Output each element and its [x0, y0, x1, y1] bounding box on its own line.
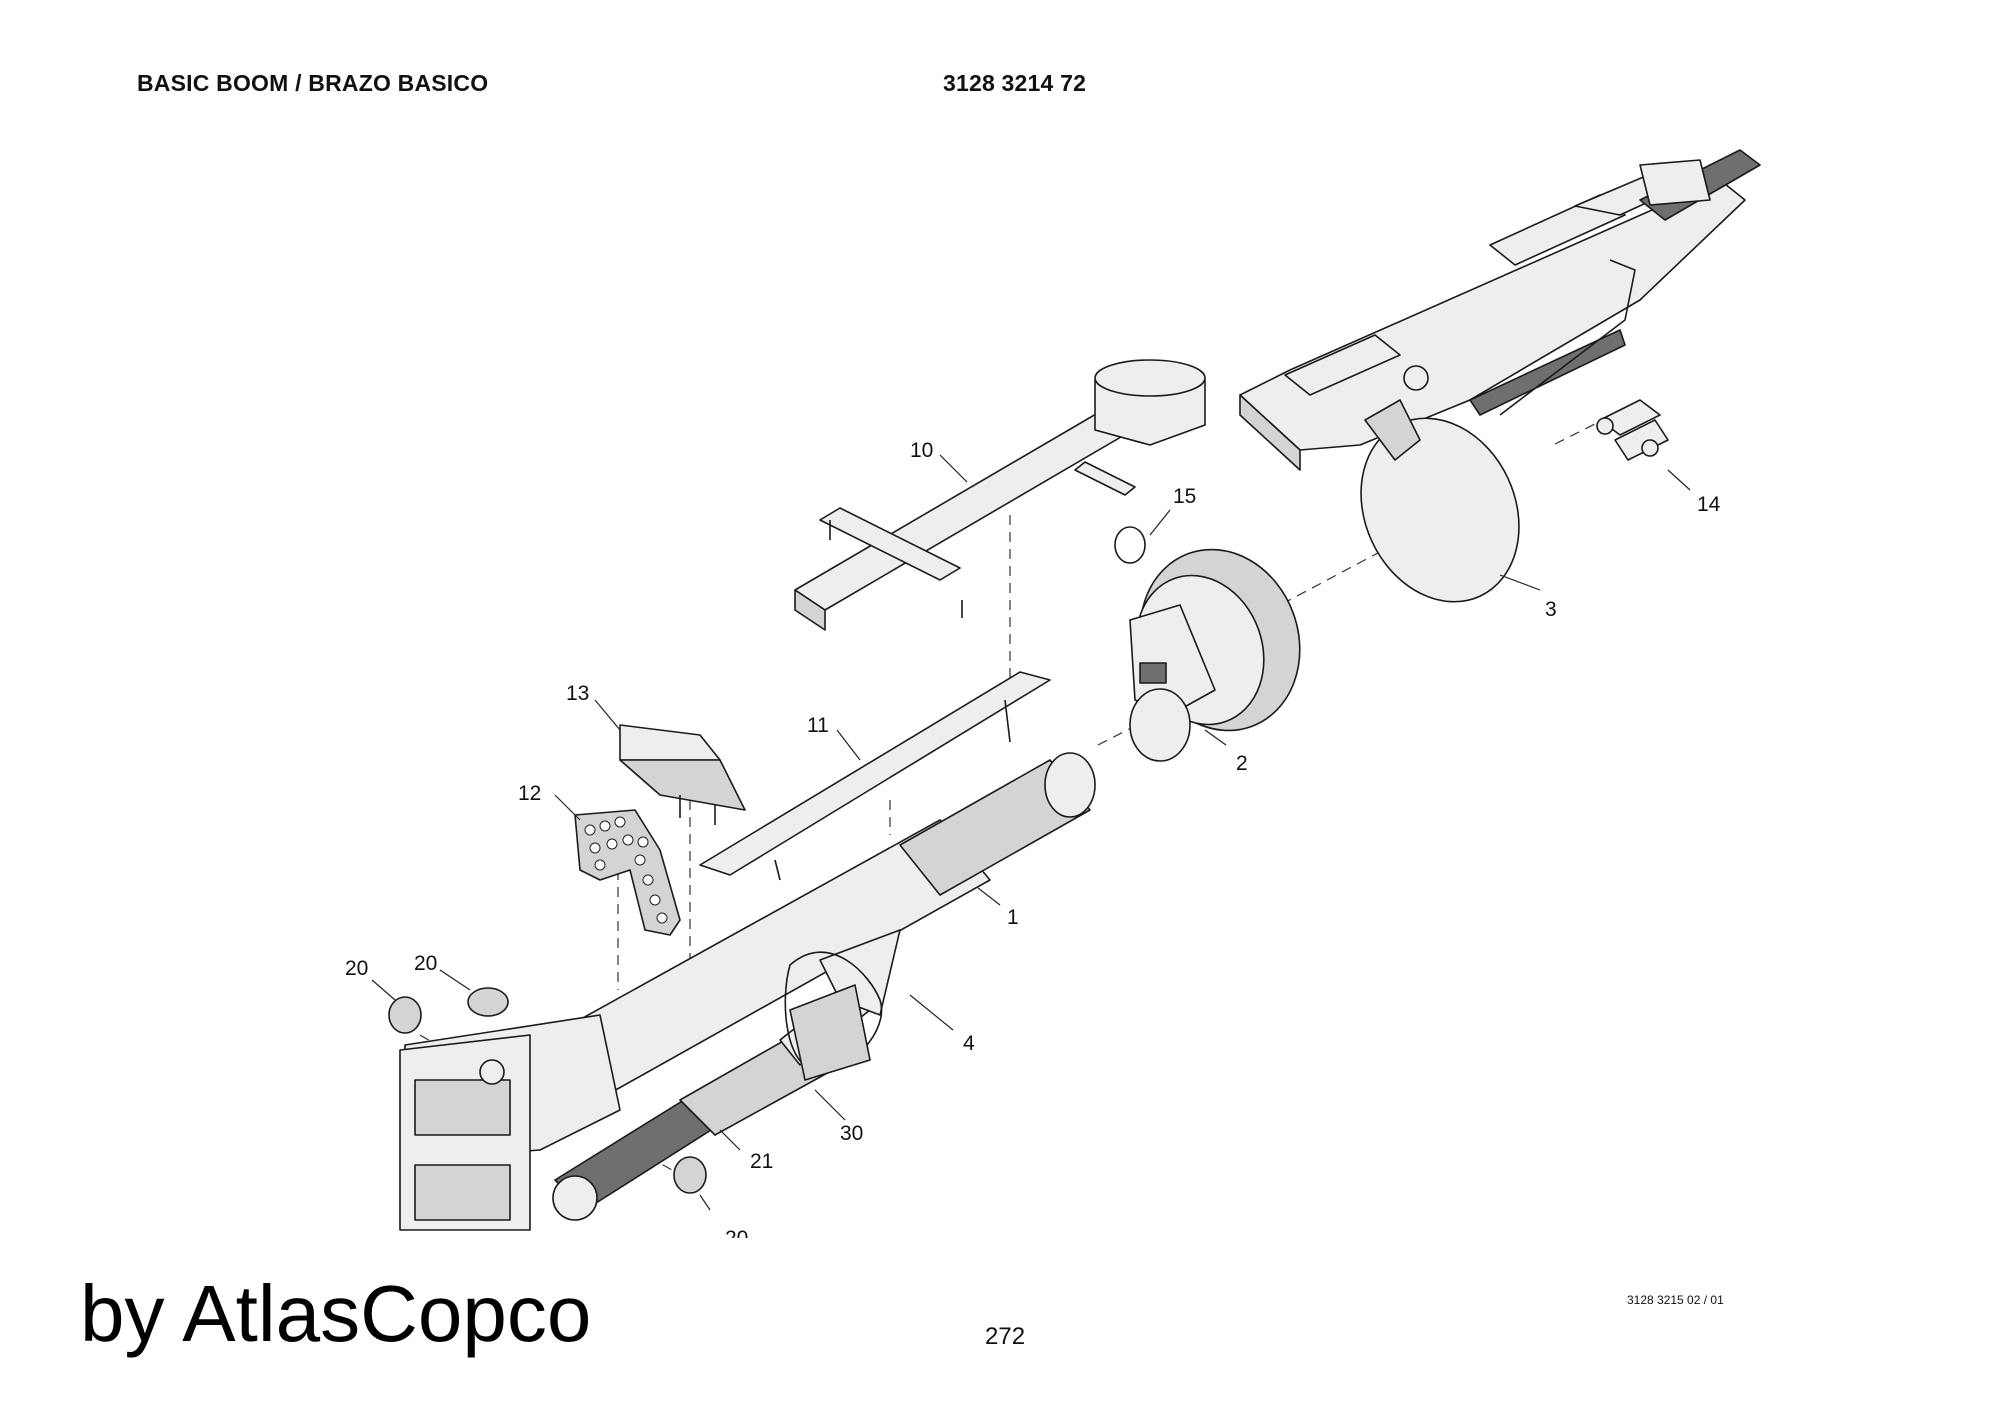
- strip-part-11: [699, 671, 1051, 881]
- bracket-part-13: [619, 724, 746, 825]
- callout-leaders: [371, 454, 1691, 1211]
- boom-head-part-3: [1239, 149, 1761, 603]
- callout-15: 15: [1173, 485, 1196, 508]
- fitting-part-14: [1596, 399, 1669, 461]
- callout-1: 1: [1007, 906, 1019, 929]
- callout-14: 14: [1697, 493, 1721, 516]
- gearbox-part-2: [1129, 548, 1301, 762]
- callout-2: 2: [1236, 752, 1248, 775]
- drawing-reference: 3128 3215 02 / 01: [1627, 1293, 1724, 1307]
- caps-part-20: [388, 987, 707, 1194]
- loop-bracket-part-30: [784, 951, 883, 1081]
- callout-11: 11: [807, 714, 829, 737]
- callout-30: 30: [840, 1122, 863, 1145]
- frame-part-10: [794, 359, 1206, 631]
- perforated-cover-part-12: [574, 809, 681, 936]
- brand-watermark: by AtlasCopco: [80, 1269, 592, 1358]
- callout-13: 13: [566, 682, 589, 705]
- callout-12: 12: [518, 782, 541, 805]
- callout-labels: 1 2 3 4 10 11 12 13 14 15 20 20 20 21 30: [345, 439, 1721, 1250]
- document-number: 3128 3214 72: [943, 70, 1087, 96]
- callout-20b: 20: [414, 952, 437, 975]
- callout-20a: 20: [345, 957, 368, 980]
- callout-21: 21: [750, 1150, 773, 1173]
- boom-tube-part-1: [399, 752, 1096, 1231]
- page-title: BASIC BOOM / BRAZO BASICO: [137, 70, 489, 96]
- callout-10: 10: [910, 439, 933, 462]
- callout-3: 3: [1545, 598, 1557, 621]
- page-number: 272: [985, 1323, 1026, 1350]
- callout-4: 4: [963, 1032, 975, 1055]
